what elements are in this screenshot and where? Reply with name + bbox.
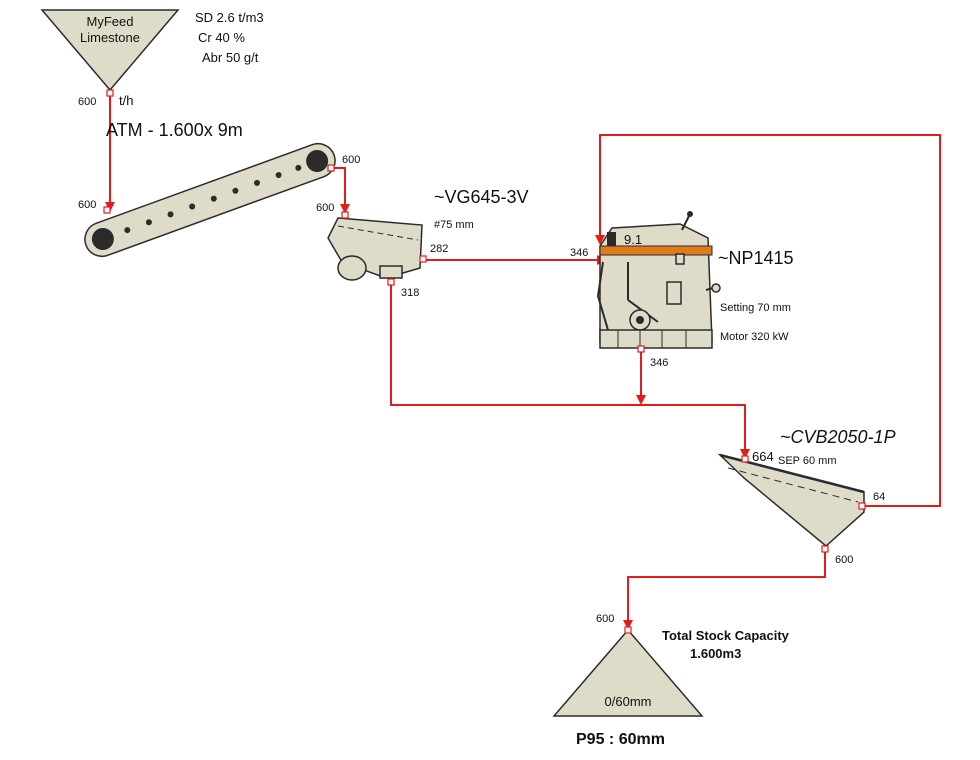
crusher-setting: Setting 70 mm xyxy=(720,302,791,314)
screen1-over-flow: 282 xyxy=(430,243,448,255)
screen1-mesh: #75 mm xyxy=(434,219,474,231)
conveyor-head-pulley xyxy=(306,150,329,173)
flow-screen-undersize-to-screen2 xyxy=(390,283,750,459)
crusher-motor: Motor 320 kW xyxy=(720,331,789,343)
vibrating-grizzly-screen[interactable] xyxy=(327,211,427,286)
conveyor[interactable] xyxy=(80,139,340,261)
conveyor-label: ATM - 1.600x 9m xyxy=(106,120,243,140)
screen1-label: ~VG645-3V xyxy=(434,187,529,207)
conveyor-out-flow: 600 xyxy=(342,154,360,166)
flow-recirculation-to-crusher xyxy=(595,134,941,507)
feed-prop-cr: Cr 40 % xyxy=(198,30,245,45)
feed-prop-sd: SD 2.6 t/m3 xyxy=(195,10,264,25)
screen2-sep: SEP 60 mm xyxy=(778,455,837,467)
conveyor-out-port xyxy=(327,164,335,172)
crusher-orange-band xyxy=(599,245,713,256)
conveyor-belt xyxy=(84,142,336,258)
crusher-value: 9.1 xyxy=(624,232,642,247)
screen2-label: ~CVB2050-1P xyxy=(780,427,896,447)
conveyor-in-flow: 600 xyxy=(78,199,96,211)
stockpile-shape xyxy=(552,628,704,717)
feed-hopper-shape xyxy=(40,9,180,92)
screen1-in-port xyxy=(341,211,349,219)
flow-lines xyxy=(105,96,941,630)
screen2-in-port xyxy=(741,455,749,463)
crusher-front-curve xyxy=(596,261,609,331)
impact-crusher[interactable] xyxy=(596,211,721,353)
feed-name-line1: MyFeed xyxy=(87,14,134,29)
conveyor-in-port xyxy=(103,206,111,214)
screen1-in-flow: 600 xyxy=(316,202,334,214)
classifying-screen[interactable] xyxy=(717,453,866,553)
crusher-base xyxy=(599,329,713,349)
screen2-deck xyxy=(727,467,859,503)
stockpile-in-flow: 600 xyxy=(596,613,614,625)
crusher-label: ~NP1415 xyxy=(718,248,794,268)
screen1-under-port xyxy=(387,278,395,286)
screen2-over-port xyxy=(858,502,866,510)
stockpile[interactable]: 0/60mm xyxy=(552,626,704,717)
screen2-over-flow: 64 xyxy=(873,491,885,503)
stockpile-port xyxy=(624,626,632,634)
conveyor-idlers xyxy=(124,164,302,234)
flow-conveyor-to-screen xyxy=(332,167,350,214)
crusher-top-block xyxy=(607,232,616,246)
screen2-under-flow: 600 xyxy=(835,554,853,566)
feed-flow-unit: t/h xyxy=(119,93,133,108)
screen2-under-port xyxy=(821,545,829,553)
screen2-in-flow: 664 xyxy=(752,449,774,464)
crusher-out-flow: 346 xyxy=(650,357,668,369)
screen2-body xyxy=(717,453,865,547)
crusher-side-plate xyxy=(666,281,682,305)
screen1-under-flow: 318 xyxy=(401,287,419,299)
screen1-motor xyxy=(337,255,367,281)
feed-flow-value: 600 xyxy=(78,96,96,108)
feed-prop-abr: Abr 50 g/t xyxy=(202,50,259,65)
stockpile-p95: P95 : 60mm xyxy=(576,731,665,748)
stockpile-capacity-line2: 1.600m3 xyxy=(690,646,741,661)
flow-screen2-to-stockpile xyxy=(623,550,826,630)
screen1-over-port xyxy=(419,255,427,263)
conveyor-tail-pulley xyxy=(91,227,114,250)
feed-port xyxy=(106,89,114,97)
stockpile-capacity-line1: Total Stock Capacity xyxy=(662,628,790,643)
screen1-deck xyxy=(337,225,419,241)
feed-hopper[interactable]: MyFeed Limestone xyxy=(40,9,180,97)
crusher-in-flow: 346 xyxy=(570,247,588,259)
crusher-lever-knob xyxy=(687,211,693,217)
screen1-hopper xyxy=(379,265,403,279)
stockpile-product: 0/60mm xyxy=(605,694,652,709)
crusher-out-port xyxy=(637,345,645,353)
feed-name-line2: Limestone xyxy=(80,30,140,45)
crusher-body xyxy=(599,223,713,343)
